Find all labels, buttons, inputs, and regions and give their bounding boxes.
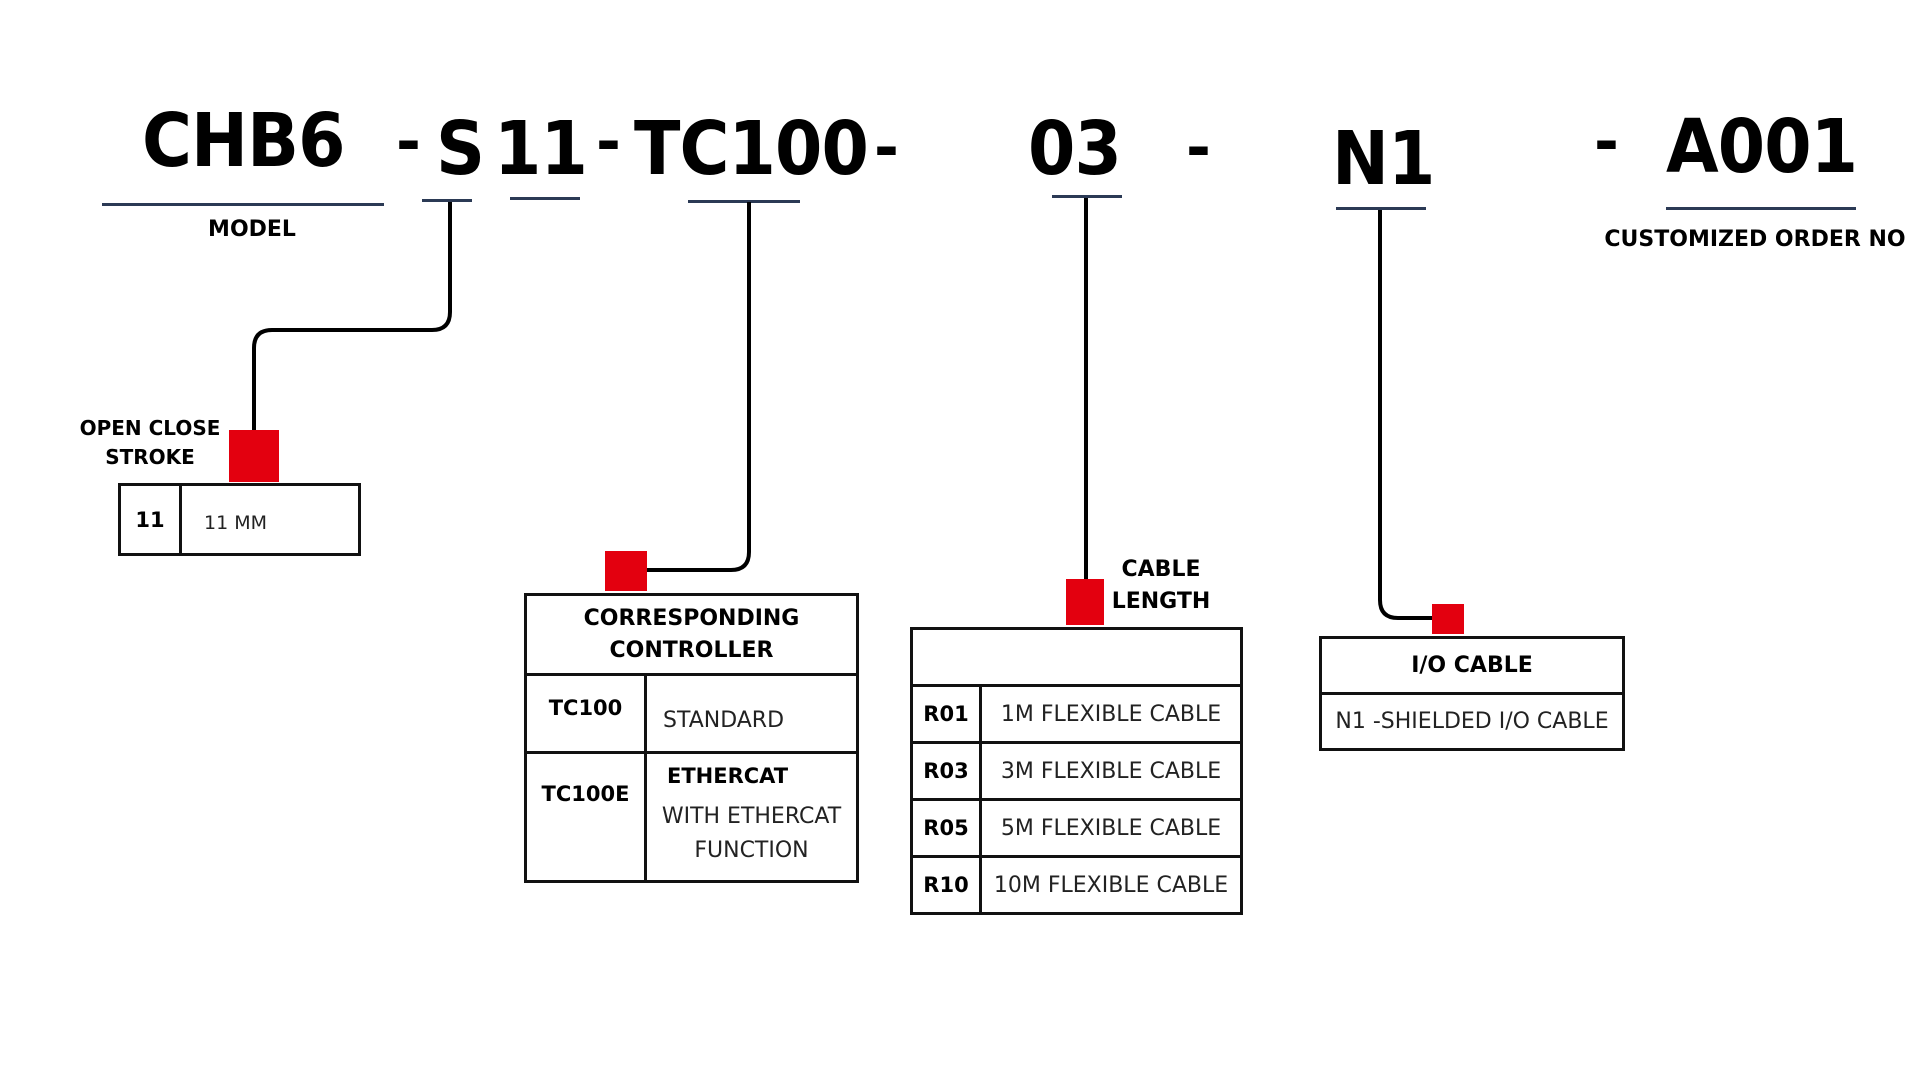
cable-code-cell: R01 xyxy=(910,684,982,744)
customized-order-label: CUSTOMIZED ORDER NO xyxy=(1604,227,1906,252)
cable-desc-cell: 1M FLEXIBLE CABLE xyxy=(979,684,1243,744)
controller-code-cell: TC100 xyxy=(524,673,647,754)
table-row: N1 -SHIELDED I/O CABLE xyxy=(1319,692,1625,751)
controller-marker xyxy=(605,551,647,591)
stroke-marker xyxy=(229,430,279,482)
separator-dash: - xyxy=(1594,107,1619,177)
cable-code-cell: R10 xyxy=(910,855,982,915)
model-code: CHB6 xyxy=(142,98,345,184)
cable-length-marker xyxy=(1066,579,1104,625)
stroke-prefix-underline xyxy=(422,199,472,202)
model-underline xyxy=(102,203,384,206)
controller-connector-line xyxy=(646,202,751,572)
separator-dash: - xyxy=(596,107,621,177)
stroke-code-cell: 11 xyxy=(118,483,182,556)
stroke-connector-line xyxy=(252,202,452,432)
controller-code-cell: TC100E xyxy=(524,751,647,883)
table-row: TC100 STANDARD xyxy=(524,673,859,754)
separator-dash: - xyxy=(874,113,899,183)
io-desc-cell: N1 -SHIELDED I/O CABLE xyxy=(1319,692,1625,751)
cable-length-underline xyxy=(1052,195,1122,198)
table-header-row xyxy=(910,627,1243,687)
controller-desc-cell: STANDARD xyxy=(644,673,859,754)
cable-desc-cell: 3M FLEXIBLE CABLE xyxy=(979,741,1243,801)
io-cable-code: N1 xyxy=(1332,116,1435,202)
table-row: R03 3M FLEXIBLE CABLE xyxy=(910,741,1243,801)
controller-options-table: CORRESPONDING CONTROLLER TC100 STANDARD … xyxy=(524,593,859,883)
controller-table-header: CORRESPONDING CONTROLLER xyxy=(524,593,859,676)
stroke-options-table: 11 11 MM xyxy=(118,483,361,556)
stroke-desc-cell: 11 MM xyxy=(179,483,361,556)
stroke-code: 11 xyxy=(494,106,588,192)
io-table-header: I/O CABLE xyxy=(1319,636,1625,695)
controller-code: TC100 xyxy=(634,106,869,192)
table-header-row: I/O CABLE xyxy=(1319,636,1625,695)
cable-desc-cell: 5M FLEXIBLE CABLE xyxy=(979,798,1243,858)
stroke-underline xyxy=(510,197,580,200)
io-cable-marker xyxy=(1432,604,1464,634)
table-row: R05 5M FLEXIBLE CABLE xyxy=(910,798,1243,858)
cable-code-cell: R05 xyxy=(910,798,982,858)
cable-table-header xyxy=(910,627,1243,687)
io-cable-underline xyxy=(1336,207,1426,210)
cable-length-label: CABLE LENGTH xyxy=(1111,557,1211,614)
table-row: R01 1M FLEXIBLE CABLE xyxy=(910,684,1243,744)
separator-dash: - xyxy=(396,107,421,177)
order-no-code: A001 xyxy=(1666,104,1858,190)
controller-underline xyxy=(688,200,800,203)
separator-dash: - xyxy=(1186,113,1211,183)
controller-desc-cell: ETHERCAT WITH ETHERCAT FUNCTION xyxy=(644,751,859,883)
table-row: TC100E ETHERCAT WITH ETHERCAT FUNCTION xyxy=(524,751,859,883)
table-header-row: CORRESPONDING CONTROLLER xyxy=(524,593,859,676)
open-close-stroke-label: OPEN CLOSE STROKE xyxy=(79,416,221,469)
io-cable-options-table: I/O CABLE N1 -SHIELDED I/O CABLE xyxy=(1319,636,1625,751)
table-row: R10 10M FLEXIBLE CABLE xyxy=(910,855,1243,915)
cable-code-cell: R03 xyxy=(910,741,982,801)
cable-length-options-table: R01 1M FLEXIBLE CABLE R03 3M FLEXIBLE CA… xyxy=(910,627,1243,915)
model-label: MODEL xyxy=(208,217,296,242)
cable-length-code: 03 xyxy=(1028,106,1122,192)
stroke-prefix-code: S xyxy=(436,106,485,192)
table-row: 11 11 MM xyxy=(118,483,361,556)
order-no-underline xyxy=(1666,207,1856,210)
io-cable-connector-line xyxy=(1378,210,1434,620)
cable-desc-cell: 10M FLEXIBLE CABLE xyxy=(979,855,1243,915)
